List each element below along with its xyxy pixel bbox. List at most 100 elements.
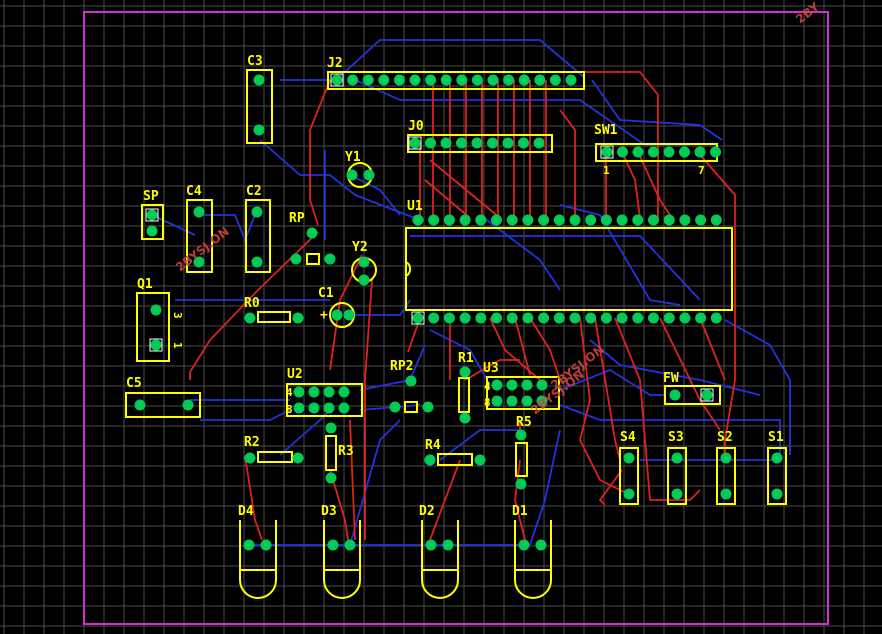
pad bbox=[535, 539, 547, 551]
pad bbox=[443, 214, 455, 226]
pad bbox=[679, 312, 691, 324]
pad bbox=[710, 146, 721, 158]
pad bbox=[648, 214, 659, 226]
pad bbox=[522, 312, 534, 324]
pad bbox=[459, 412, 471, 424]
designators: J2 J0 SW1 1 7 U1 C3 C4 C2 C1 + C5 SP Y1 … bbox=[126, 54, 784, 519]
pad bbox=[456, 74, 468, 86]
pad bbox=[323, 402, 335, 414]
j0-outline bbox=[407, 134, 553, 153]
u1-outline bbox=[405, 227, 733, 311]
pad bbox=[389, 401, 401, 413]
pad bbox=[515, 429, 527, 441]
pad bbox=[771, 452, 783, 464]
r2-label: R2 bbox=[244, 435, 260, 450]
pad bbox=[292, 312, 304, 324]
pad bbox=[491, 379, 503, 391]
r5-label: R5 bbox=[516, 415, 532, 430]
pad bbox=[679, 146, 690, 158]
pad bbox=[487, 74, 499, 86]
pad bbox=[306, 227, 318, 239]
pad bbox=[771, 488, 783, 500]
fw-label: FW bbox=[663, 371, 679, 386]
pad bbox=[506, 395, 518, 407]
pad bbox=[324, 253, 336, 265]
pad bbox=[358, 256, 370, 268]
pad bbox=[663, 146, 675, 158]
pad bbox=[182, 399, 194, 411]
u2-label: U2 bbox=[287, 367, 303, 382]
pad bbox=[358, 274, 370, 286]
pad bbox=[565, 74, 577, 86]
pad bbox=[632, 214, 644, 226]
j0-label: J0 bbox=[408, 119, 424, 134]
pad bbox=[363, 169, 375, 181]
d3-label: D3 bbox=[321, 504, 337, 519]
q1-pin3-label: 3 bbox=[171, 312, 184, 319]
pad bbox=[475, 214, 487, 226]
sw1-pin1-label: 1 bbox=[603, 164, 610, 177]
pad bbox=[292, 452, 304, 464]
r3-label: R3 bbox=[338, 444, 354, 459]
pad bbox=[502, 137, 514, 149]
c5-label: C5 bbox=[126, 376, 142, 391]
pad bbox=[474, 454, 486, 466]
pad bbox=[412, 214, 424, 226]
sp-label: SP bbox=[143, 189, 159, 204]
pads-layer bbox=[134, 73, 783, 551]
r3-body bbox=[325, 435, 337, 471]
pad bbox=[150, 339, 162, 351]
pad bbox=[193, 256, 205, 268]
pad bbox=[491, 312, 502, 324]
r0-label: R0 bbox=[244, 296, 260, 311]
d4-outline bbox=[239, 520, 277, 599]
pad bbox=[244, 452, 256, 464]
y2-label: Y2 bbox=[352, 240, 368, 255]
c1-plus-label: + bbox=[320, 308, 328, 323]
s3-label: S3 bbox=[668, 430, 684, 445]
pin1-marker bbox=[600, 145, 614, 159]
pin1-marker bbox=[330, 73, 344, 87]
pad bbox=[549, 74, 561, 86]
u1-label: U1 bbox=[407, 199, 423, 214]
pad bbox=[456, 137, 467, 149]
pad bbox=[331, 309, 343, 321]
d3-outline bbox=[323, 520, 361, 599]
pad bbox=[459, 312, 471, 324]
pad bbox=[616, 312, 628, 324]
pad bbox=[506, 312, 518, 324]
pad bbox=[671, 488, 683, 500]
s2-label: S2 bbox=[717, 430, 733, 445]
q1-label: Q1 bbox=[137, 277, 153, 292]
r0-body bbox=[257, 311, 291, 323]
pad bbox=[146, 225, 158, 237]
c2-label: C2 bbox=[246, 184, 262, 199]
c2-outline bbox=[245, 199, 271, 273]
pad bbox=[424, 454, 436, 466]
pad bbox=[623, 488, 635, 500]
pad bbox=[491, 214, 502, 226]
pad bbox=[459, 366, 471, 378]
c4-outline bbox=[186, 199, 213, 273]
pad bbox=[344, 539, 356, 551]
pad bbox=[475, 312, 487, 324]
pad bbox=[293, 402, 305, 414]
c1-label: C1 bbox=[318, 286, 334, 301]
pad bbox=[491, 395, 503, 407]
pin1-marker bbox=[700, 388, 714, 402]
pad bbox=[409, 74, 421, 86]
u1-notch bbox=[405, 261, 412, 277]
sp-outline bbox=[141, 204, 164, 240]
u2-pin4-label: 4 bbox=[286, 386, 293, 399]
pad bbox=[553, 312, 565, 324]
pad bbox=[346, 169, 358, 181]
pad bbox=[521, 379, 533, 391]
q1-outline bbox=[136, 292, 170, 362]
c5-outline bbox=[125, 392, 201, 418]
pad bbox=[569, 214, 581, 226]
r4-body bbox=[437, 453, 473, 466]
s3-outline bbox=[667, 447, 687, 505]
s1-outline bbox=[767, 447, 787, 505]
pin1-marker bbox=[145, 208, 159, 222]
rp2-label: RP2 bbox=[390, 359, 413, 374]
